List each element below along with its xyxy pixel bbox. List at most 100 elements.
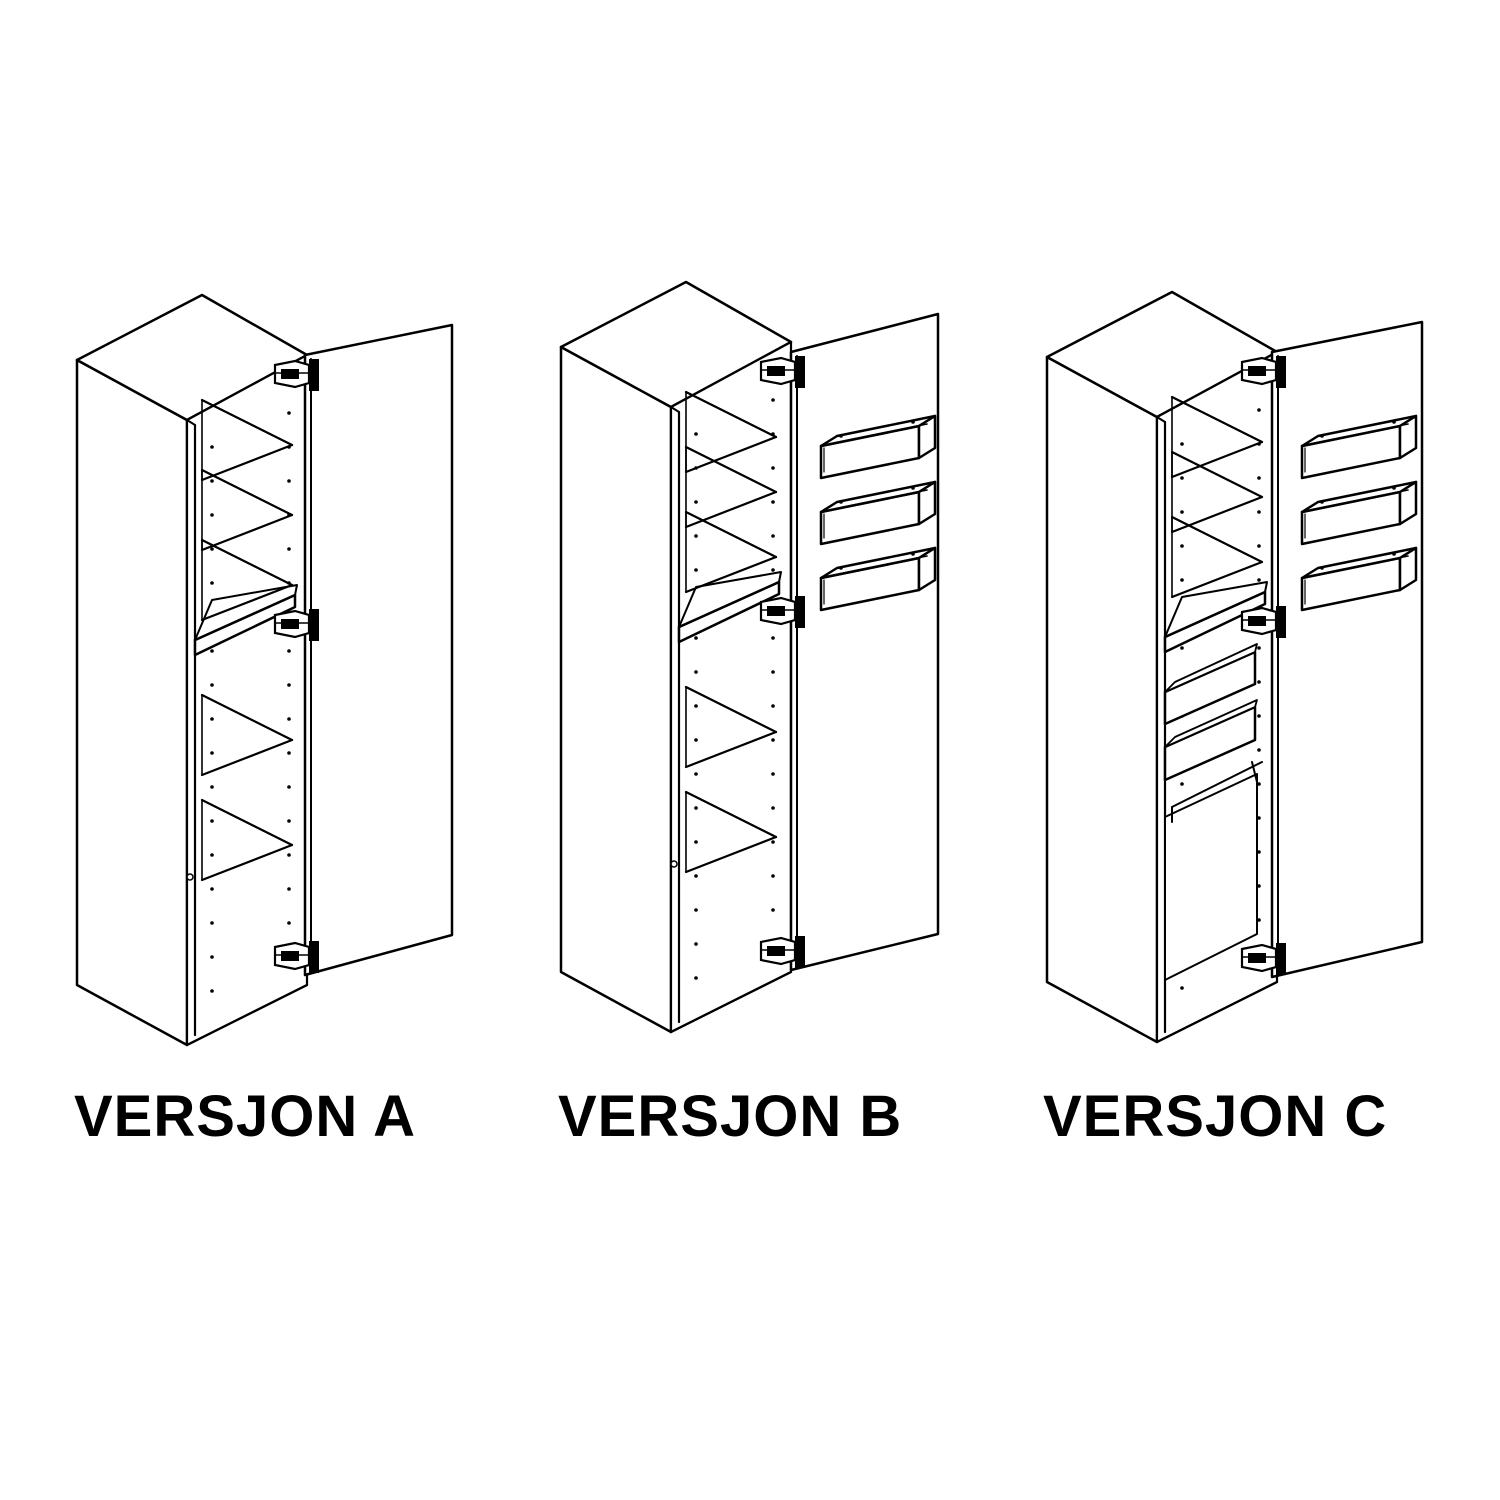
shelf-pin-hole	[694, 738, 698, 742]
glass-shelf-front	[684, 835, 778, 874]
drawer-top-lower	[1164, 699, 1258, 748]
shelf-pin-hole	[771, 636, 775, 640]
shelf-pin-hole	[1180, 544, 1184, 548]
cabinet-door	[1270, 320, 1424, 979]
shelf-pin-hole	[287, 411, 291, 415]
glass-shelf-back	[200, 538, 294, 587]
shelf-pin-hole	[287, 479, 291, 483]
box-clip	[911, 420, 915, 424]
box-clip	[911, 552, 915, 556]
shelf-pin-hole	[694, 942, 698, 946]
shelf-pin-hole	[694, 500, 698, 504]
knob	[186, 873, 194, 881]
glass-shelf-front	[200, 513, 294, 552]
version-a-label: VERSJON A	[74, 1084, 417, 1149]
box-clip	[839, 566, 843, 570]
glass-shelf-back	[684, 510, 778, 559]
top-hinge	[273, 359, 319, 391]
glass-shelf-back	[200, 398, 294, 447]
hinge-plate	[309, 609, 319, 641]
bin-handle	[1251, 761, 1258, 783]
hinge-plate	[795, 596, 805, 628]
shelf-pin-hole	[287, 751, 291, 755]
shelf-pin-hole	[771, 772, 775, 776]
shelf-pin-hole	[210, 717, 214, 721]
box-clip	[839, 500, 843, 504]
cabinet-side-panel	[1045, 355, 1159, 1044]
cabinet-bottom-edge	[185, 983, 309, 1047]
version-b-label: VERSJON B	[558, 1084, 903, 1149]
middle-hinge	[759, 596, 805, 628]
shelf-pin-hole	[771, 466, 775, 470]
shelf-pin-hole	[694, 568, 698, 572]
glass-shelf-front	[684, 490, 778, 529]
shelf-pin-hole	[694, 874, 698, 878]
shelf-pin-hole	[1257, 782, 1261, 786]
shelf-pin-hole	[287, 547, 291, 551]
shelf-pin-hole	[694, 976, 698, 980]
glass-shelf-back	[1170, 450, 1264, 499]
shelf-pin-hole	[287, 785, 291, 789]
shelf-pin-hole	[694, 772, 698, 776]
shelf-pin-hole	[210, 547, 214, 551]
shelf-pin-hole	[287, 921, 291, 925]
shelf-pin-hole	[771, 534, 775, 538]
fixed-shelf-edge	[1163, 590, 1267, 639]
hinge-plate	[1276, 356, 1286, 388]
door-storage-box	[1300, 546, 1418, 612]
shelf-pin-hole	[1257, 850, 1261, 854]
shelf-pin-hole	[771, 704, 775, 708]
shelf-pin-hole	[287, 853, 291, 857]
glass-shelf-front	[684, 435, 778, 474]
shelf-pin-hole	[771, 874, 775, 878]
box-side	[1398, 414, 1418, 460]
box-clip	[911, 486, 915, 490]
bin-frame-front	[1164, 773, 1258, 981]
shelf-pin-hole	[771, 500, 775, 504]
box-rim	[1309, 423, 1409, 445]
shelf-pin-hole	[771, 738, 775, 742]
box-clip	[1392, 486, 1396, 490]
shelf-pin-hole	[694, 908, 698, 912]
hinge-cup	[1248, 366, 1266, 376]
shelf-pin-hole	[1180, 782, 1184, 786]
shelf-pin-hole	[694, 704, 698, 708]
shelf-pin-hole	[287, 717, 291, 721]
cabinet-corner	[670, 406, 680, 413]
box-clip	[1320, 434, 1324, 438]
bottom-hinge	[273, 941, 319, 973]
door-storage-box	[819, 546, 937, 612]
cabinet-bottom-edge	[1155, 980, 1279, 1044]
shelf-pin-hole	[287, 649, 291, 653]
shelf-pin-hole	[210, 581, 214, 585]
shelf-pin-hole	[694, 432, 698, 436]
fixed-shelf-edge	[193, 593, 297, 642]
cabinet-corner	[186, 419, 196, 426]
cabinet-interior	[185, 353, 309, 1047]
cabinet-version-a	[75, 293, 454, 1047]
shelf-pin-hole	[1180, 578, 1184, 582]
box-side	[1398, 480, 1418, 526]
cabinet-bottom-edge	[669, 970, 793, 1034]
cabinet-version-c	[1045, 290, 1424, 1044]
bin-rim	[1171, 761, 1263, 808]
shelf-pin-hole	[694, 534, 698, 538]
glass-shelf-front	[200, 583, 294, 622]
glass-shelf-front	[1170, 495, 1264, 534]
glass-shelf-front	[200, 443, 294, 482]
hinge-plate	[309, 359, 319, 391]
door-storage-box	[819, 480, 937, 546]
shelf-pin-hole	[287, 887, 291, 891]
hinge-cup	[281, 369, 299, 379]
hinge-cup	[767, 606, 785, 616]
door-storage-box	[819, 414, 937, 480]
hinge-cup	[1248, 616, 1266, 626]
glass-shelf-front	[684, 555, 778, 594]
shelf-pin-hole	[1180, 986, 1184, 990]
cabinet-version-b	[559, 280, 940, 1034]
shelf-pin-hole	[771, 806, 775, 810]
knob	[670, 860, 678, 868]
middle-hinge	[273, 609, 319, 641]
shelf-pin-hole	[1257, 510, 1261, 514]
cabinet-door	[303, 323, 454, 977]
